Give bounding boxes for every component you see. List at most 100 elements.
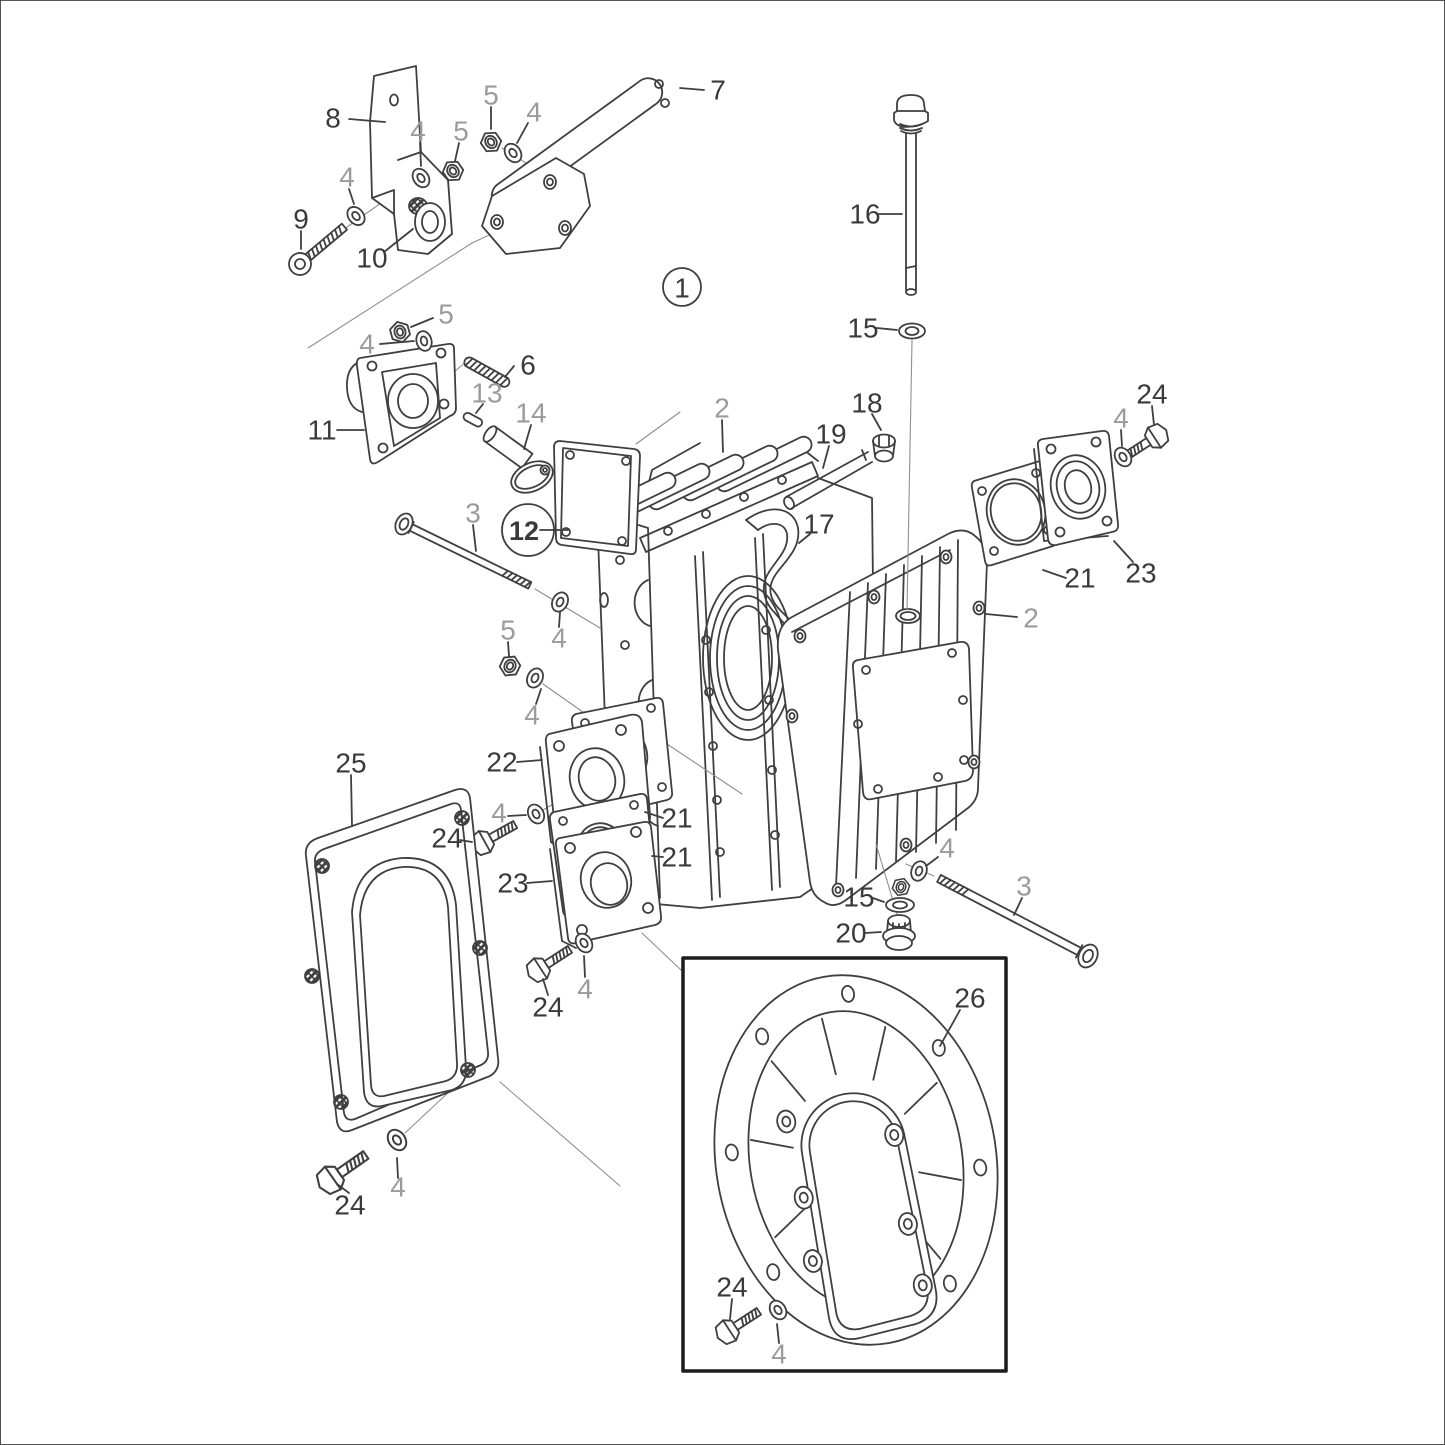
callout-4-38: 4 [577, 974, 593, 1005]
callout-leader-24 [459, 839, 473, 843]
callout-21-34: 21 [661, 803, 692, 834]
part-12-gasket [553, 440, 641, 556]
washer-4-bolt9 [342, 202, 370, 230]
washer-4-bottom-left [382, 1125, 412, 1155]
callout-11-11: 11 [307, 415, 336, 446]
part-15-seal-bottom [885, 897, 915, 913]
callout-3-15: 3 [465, 498, 481, 529]
callout-22-30: 22 [486, 747, 517, 778]
callout-leader-18 [871, 413, 882, 431]
callout-14-14: 14 [515, 398, 546, 429]
callout-leader-26 [939, 1009, 961, 1047]
callout-leader-4 [1120, 429, 1123, 447]
inset-detail-box [681, 956, 1008, 1373]
callout-leader-15 [872, 897, 885, 903]
callout-leader-4 [379, 340, 415, 345]
part-7-strap [481, 77, 670, 255]
part-3-bolt-left [394, 512, 533, 590]
part-2-finned-cover [776, 529, 988, 906]
callout-4-10: 4 [359, 329, 375, 360]
callout-leader-8 [348, 118, 386, 123]
part-10-spacer [414, 202, 446, 242]
callout-24-21: 24 [1136, 379, 1167, 410]
callout-15-39: 15 [843, 882, 874, 913]
callout-leader-13 [475, 403, 484, 414]
callout-leader-5 [410, 317, 434, 328]
callout-leader-21 [651, 855, 664, 858]
part-18-plug [872, 433, 896, 463]
callout-leader-4 [583, 955, 586, 978]
callout-13-13: 13 [471, 378, 502, 409]
assembly-ref-label: 1 [674, 273, 690, 304]
part-23-cover-left [549, 820, 663, 949]
callout-23-24: 23 [1125, 558, 1156, 589]
washer-4-bolt3 [547, 588, 573, 616]
callout-4-29: 4 [524, 700, 540, 731]
callout-5-2: 5 [453, 116, 469, 147]
callout-leader-22 [516, 759, 543, 763]
callout-leader-21 [644, 811, 664, 819]
washer-4-strap [500, 139, 526, 167]
callout-4-45: 4 [771, 1339, 787, 1370]
callout-4-22: 4 [1113, 403, 1129, 434]
callout-leader-4 [516, 122, 529, 144]
callout-15-20: 15 [847, 313, 878, 344]
callout-4-41: 4 [939, 833, 955, 864]
callout-leader-4 [507, 814, 527, 817]
part-25-gasket [304, 788, 500, 1133]
part-23-cover-right [1033, 429, 1120, 547]
callout-leader-4 [776, 1323, 780, 1344]
part-20-drain-plug [882, 914, 916, 951]
callout-leader-24 [1151, 405, 1155, 426]
callout-8-0: 8 [325, 103, 341, 134]
callout-leader-21 [1042, 569, 1067, 579]
callout-leader-20 [864, 931, 882, 934]
part-9-bolt [288, 222, 348, 276]
callout-leader-23 [1113, 540, 1134, 563]
callout-4-47: 4 [390, 1172, 406, 1203]
callout-7-5: 7 [710, 75, 726, 106]
callout-25-31: 25 [335, 748, 366, 779]
part-13-pin [462, 411, 484, 428]
assembly-ref-circle [662, 267, 702, 307]
callout-6-12: 6 [520, 350, 536, 381]
callout-leader-6 [504, 365, 515, 378]
part-16-dipstick [893, 94, 929, 296]
callout-leader-24 [542, 978, 549, 996]
callout-2-25: 2 [1023, 603, 1039, 634]
callout-4-6: 4 [339, 162, 355, 193]
callout-leader-4 [348, 188, 355, 205]
callout-24-33: 24 [431, 823, 462, 854]
callout-3-42: 3 [1016, 871, 1032, 902]
callout-leader-10 [383, 228, 414, 253]
callout-leader-19 [822, 445, 830, 469]
highlight-label: 12 [509, 516, 539, 546]
callout-9-7: 9 [293, 204, 309, 235]
callout-4-1: 4 [410, 116, 426, 147]
callout-leader-24 [336, 1183, 350, 1194]
callout-leader-7 [679, 87, 705, 91]
nut-drain [889, 875, 913, 899]
part-14-pin [482, 425, 554, 494]
callout-leader-15 [876, 327, 898, 331]
callout-leader-4 [925, 856, 939, 867]
callout-leader-4 [558, 611, 561, 628]
callout-24-44: 24 [716, 1272, 747, 1303]
callout-19-18: 19 [815, 419, 846, 450]
callout-21-23: 21 [1064, 563, 1095, 594]
callout-leader-2 [721, 419, 724, 453]
callout-18-17: 18 [851, 388, 882, 419]
washer-4-left-upper [523, 800, 549, 828]
callout-26-43: 26 [954, 983, 985, 1014]
part-26-adapter-plate [713, 974, 999, 1346]
nut-5-strap [476, 127, 506, 157]
callout-leader-25 [350, 774, 353, 827]
cover-bolt-lugs [785, 549, 986, 898]
callout-leader-4 [396, 1157, 399, 1179]
callout-5-3: 5 [483, 80, 499, 111]
callout-leader-24 [729, 1298, 733, 1320]
callout-20-40: 20 [835, 918, 866, 949]
part-17-shift-guide [745, 508, 800, 628]
callout-2-16: 2 [714, 393, 730, 424]
